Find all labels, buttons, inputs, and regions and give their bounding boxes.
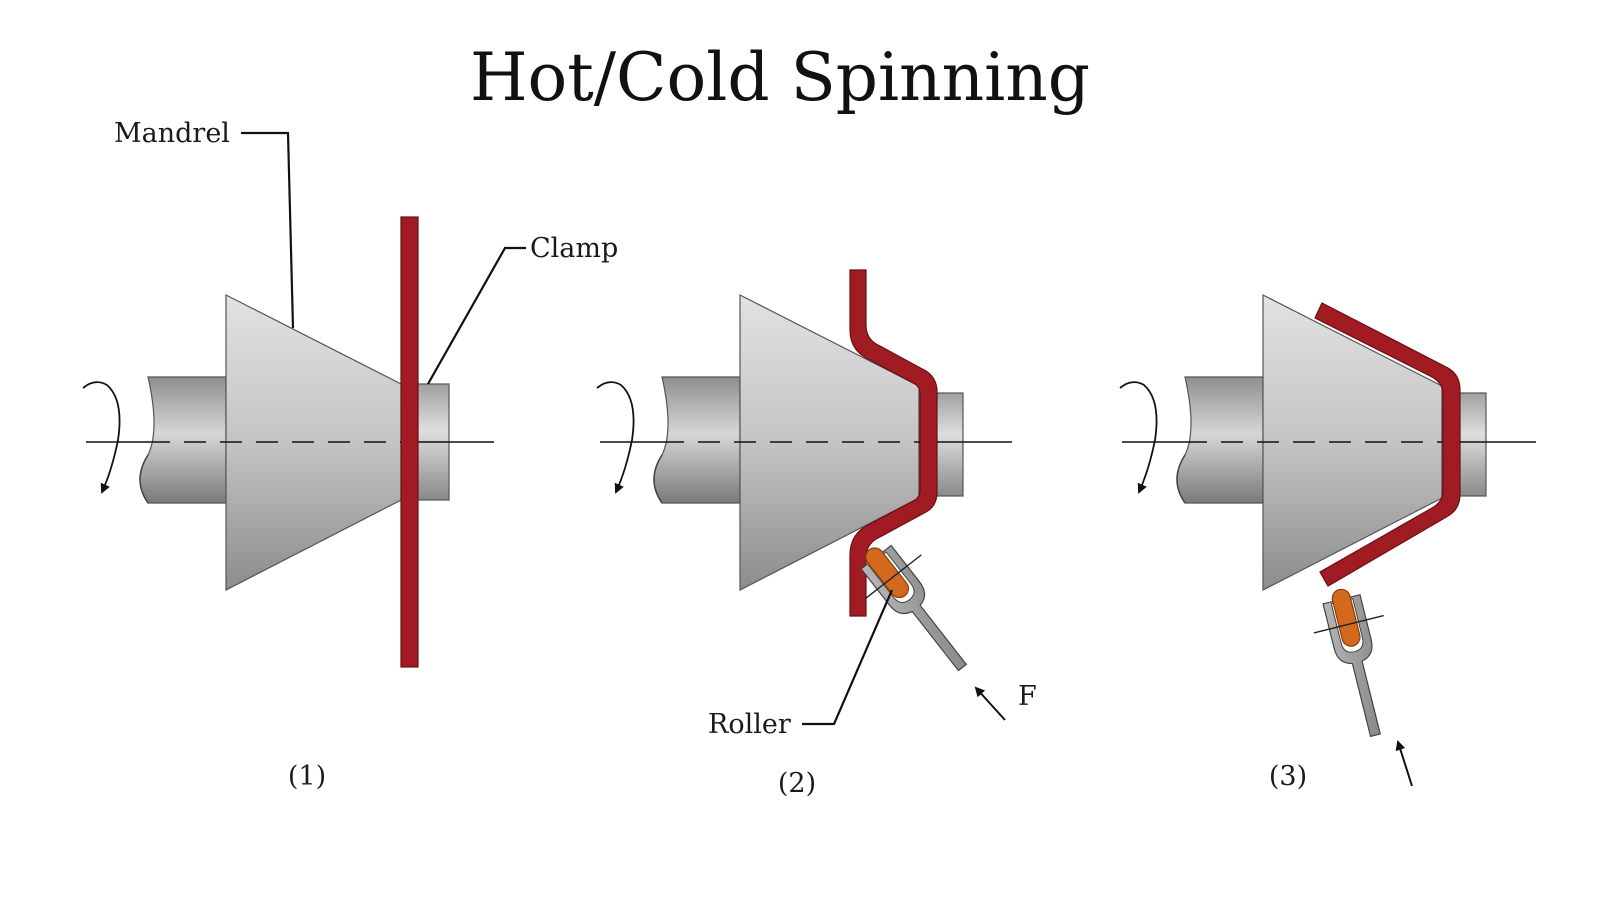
stage-3-assembly — [1119, 294, 1536, 787]
stage-2-assembly: F — [596, 269, 1037, 721]
roller-callout: Roller — [708, 589, 894, 740]
stage-1-label: (1) — [288, 761, 326, 792]
stage-2-label: (2) — [778, 768, 816, 799]
clamp-label: Clamp — [530, 233, 618, 264]
stage-2-workpiece — [849, 269, 938, 617]
stage-2-rotation-arrow — [596, 381, 635, 494]
stage-3-roller-tool — [1313, 588, 1384, 738]
stage-2-roller — [865, 547, 910, 599]
roller-label: Roller — [708, 709, 791, 740]
stage-3-shaft — [1176, 376, 1264, 504]
clamp-callout: Clamp — [427, 233, 618, 385]
stage-3-roller — [1331, 588, 1361, 647]
force-label: F — [1018, 681, 1037, 712]
stage-1-assembly — [82, 216, 494, 668]
stage-3-rotation-arrow — [1119, 381, 1158, 494]
stage-2-roller-tool — [860, 544, 968, 672]
stage-3-label: (3) — [1269, 761, 1307, 792]
mandrel-callout: Mandrel — [114, 118, 295, 329]
stage-1-shaft — [139, 376, 227, 504]
stage-1-blank — [400, 216, 419, 668]
stage-3-force-arrow — [1395, 740, 1413, 787]
stage-1-rotation-arrow — [82, 381, 121, 494]
stage-2-force-arrow — [974, 686, 1006, 721]
stage-2-shaft — [653, 376, 741, 504]
mandrel-label: Mandrel — [114, 118, 230, 149]
stage-3-workpiece — [1314, 302, 1461, 587]
diagram-title: Hot/Cold Spinning — [470, 39, 1090, 116]
